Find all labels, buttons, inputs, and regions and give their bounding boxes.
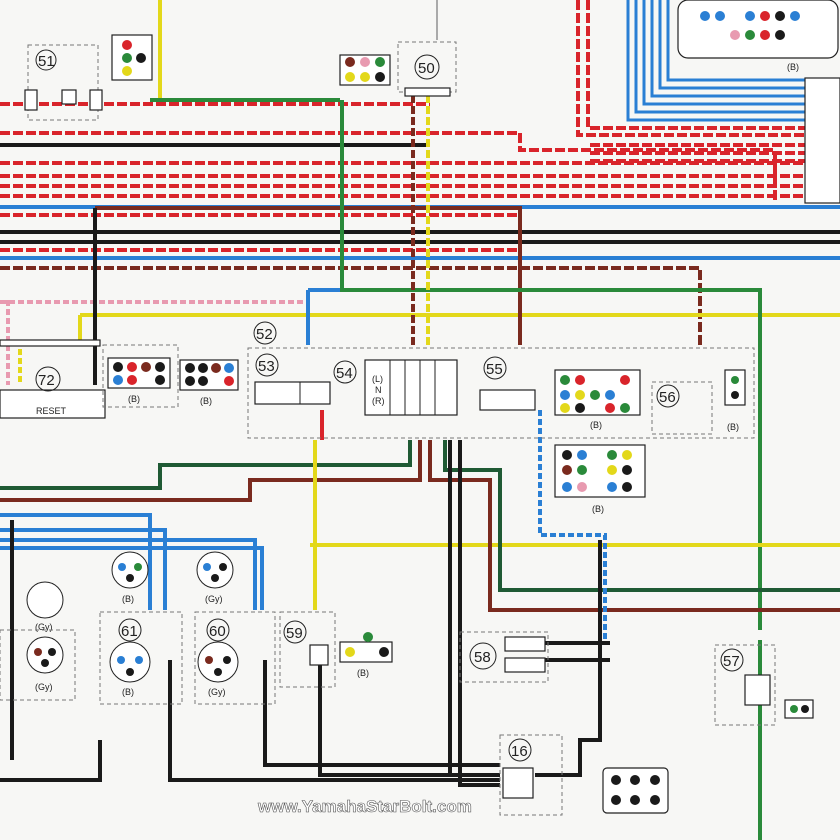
connector-16-pinout <box>602 767 669 814</box>
component-57-box: 57 <box>714 644 814 726</box>
meter-connector: (B) <box>677 0 839 72</box>
component-56-label: 56 <box>659 389 676 406</box>
switch-n-label: N <box>375 385 382 395</box>
connector-72-feeds <box>6 208 97 385</box>
connector-50-pinout <box>339 54 391 86</box>
switch-l-label: (L) <box>372 374 383 384</box>
connector-59-pinout: (B) <box>339 632 393 678</box>
component-51-box: 51 <box>24 44 103 121</box>
connector-lower-b-label: (B) <box>592 504 604 514</box>
lamp-upper-60-gy-label: (Gy) <box>205 594 223 604</box>
component-56-switch: 56 (B) <box>651 369 746 435</box>
lower-harness <box>0 410 840 840</box>
component-50-box: 50 <box>397 41 457 97</box>
component-54-label: 54 <box>336 365 353 382</box>
component-56-b-label: (B) <box>727 422 739 432</box>
component-57-label: 57 <box>723 653 740 670</box>
connector-72a-b-label: (B) <box>128 394 140 404</box>
lamp-left-upper-gy-label: (Gy) <box>35 622 53 632</box>
connector-72-pinout-a: (B) <box>102 344 179 408</box>
component-72-label: 72 <box>38 372 55 389</box>
horizontal-harness <box>0 0 840 630</box>
connector-72b-b-label: (B) <box>200 396 212 406</box>
connector-59-b-label: (B) <box>357 668 369 678</box>
component-16-label: 16 <box>511 743 528 760</box>
lamp-connectors-upper: (B) (Gy) <box>111 551 234 604</box>
meter-connector-b-label: (B) <box>787 62 799 72</box>
lamp-connectors-left: (Gy) (Gy) <box>0 581 76 701</box>
component-61-light: 61 (B) <box>99 611 183 705</box>
connector-55-b-label: (B) <box>590 420 602 430</box>
component-55-switch: 55 <box>479 356 536 411</box>
blue-wire-fan <box>626 0 805 122</box>
component-72-box: 72 RESET <box>0 339 106 419</box>
lamp-left-lower-gy-label: (Gy) <box>35 682 53 692</box>
connector-55-pinout: (B) <box>554 369 641 430</box>
component-60-light: 60 (Gy) <box>194 611 276 705</box>
component-53-label: 53 <box>258 358 275 375</box>
connector-51-pinout <box>111 34 153 81</box>
connector-50-feeds <box>411 0 438 345</box>
component-59-light: 59 <box>279 611 336 688</box>
switch-r-label: (R) <box>372 396 385 406</box>
component-58-box: 58 <box>459 631 549 683</box>
component-54-switch: 54 (L) N (R) <box>333 359 458 416</box>
lamp-upper-61-b-label: (B) <box>122 594 134 604</box>
component-58-label: 58 <box>474 649 491 666</box>
meter-side-connector <box>804 77 840 204</box>
watermark: www.YamahaStarBolt.com <box>257 797 472 816</box>
connector-lower-pinout: (B) <box>554 444 646 514</box>
component-52-label: 52 <box>256 326 273 343</box>
component-51-label: 51 <box>38 53 55 70</box>
component-59-label: 59 <box>286 625 303 642</box>
connector-72-pinout-b: (B) <box>179 359 239 406</box>
reset-label: RESET <box>36 406 67 416</box>
component-52-box: 52 <box>247 321 755 439</box>
component-53-switch: 53 <box>254 353 331 405</box>
component-60-label: 60 <box>209 623 226 640</box>
component-50-label: 50 <box>418 60 435 77</box>
component-55-label: 55 <box>486 361 503 378</box>
component-16-ground: 16 <box>499 734 563 816</box>
component-61-b-label: (B) <box>122 687 134 697</box>
component-61-label: 61 <box>121 623 138 640</box>
component-60-gy-label: (Gy) <box>208 687 226 697</box>
